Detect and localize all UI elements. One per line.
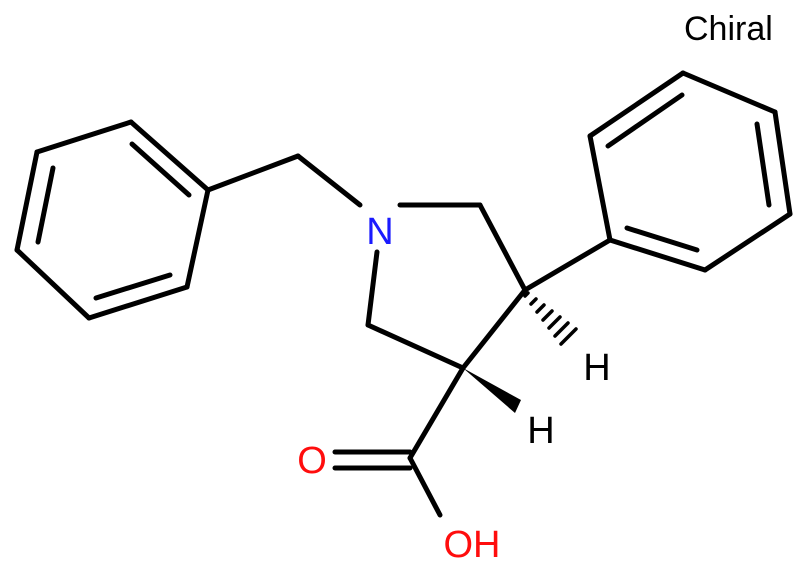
bond — [35, 165, 56, 245]
bond — [129, 141, 192, 198]
bond — [754, 121, 772, 208]
phenyl-ring — [522, 70, 793, 293]
bond — [460, 287, 528, 371]
bond — [772, 109, 793, 217]
bond — [365, 322, 466, 371]
bond — [34, 119, 134, 155]
bond — [702, 211, 793, 273]
hashed-wedge-bond — [523, 291, 578, 346]
hydroxyl-label: OH — [444, 524, 501, 566]
hydrogen-label-top: H — [583, 347, 610, 389]
bond — [587, 70, 686, 139]
bond — [14, 149, 40, 253]
bond — [605, 92, 685, 149]
pyrrolidine-ring — [365, 202, 528, 371]
bond — [607, 237, 708, 273]
bond — [93, 272, 173, 301]
bond — [205, 153, 301, 193]
hydrogen-label-bottom: H — [527, 410, 554, 452]
bond — [680, 70, 778, 115]
bond — [184, 187, 211, 290]
nitrogen-label: N — [366, 211, 393, 253]
bond — [365, 249, 380, 328]
bond — [407, 365, 466, 461]
bond — [407, 455, 443, 518]
oxygen-carbonyl-label: O — [297, 440, 327, 482]
bond — [477, 202, 528, 293]
bond — [86, 284, 190, 321]
chiral-flag: Chiral — [684, 10, 773, 48]
bond — [295, 153, 363, 208]
bond — [522, 237, 613, 293]
benzyl-ring — [14, 119, 211, 321]
bond — [587, 133, 613, 243]
bond — [14, 247, 92, 321]
bond — [128, 119, 211, 193]
bond — [624, 225, 700, 253]
wedge-bond — [463, 368, 521, 413]
